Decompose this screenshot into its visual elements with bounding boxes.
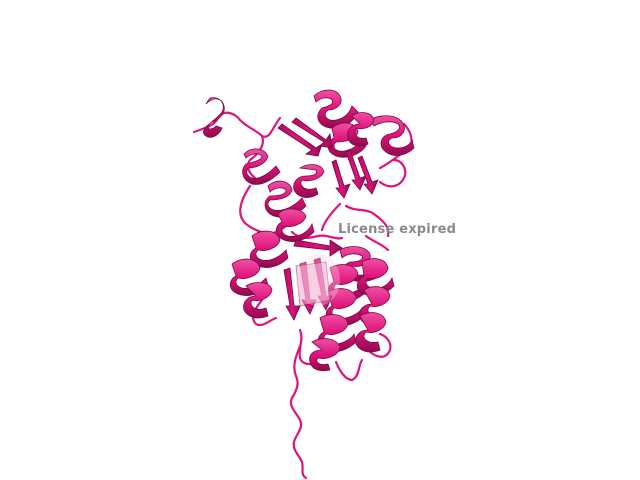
helix-top-central [313,89,359,129]
beta-sheets-upper [277,117,379,199]
alpha-helices-upper [203,89,415,242]
alpha-helices-lower [229,230,395,372]
helix-n-terminal [203,97,225,138]
license-expired-watermark: License expired [338,222,457,237]
c-terminal-tail [289,344,308,480]
beta-sheets-lower [283,239,343,321]
helix-top-right [369,115,415,156]
n-terminal-coil [192,111,282,138]
core-highlight [296,254,340,306]
